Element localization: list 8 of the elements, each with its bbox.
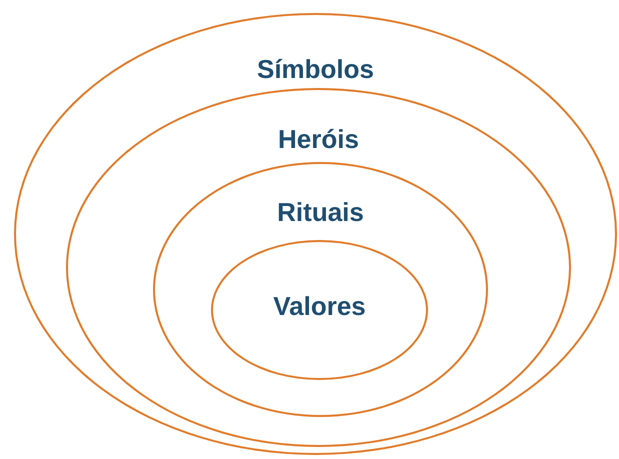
layer-label: Rituais — [277, 196, 364, 228]
oval-ring — [211, 240, 428, 380]
layer-label: Símbolos — [256, 53, 374, 85]
oval-ring — [14, 13, 617, 455]
layer-label: Valores — [273, 290, 366, 322]
oval-ring — [66, 88, 571, 447]
layer-label: Heróis — [278, 123, 359, 155]
oval-ring — [153, 162, 488, 417]
